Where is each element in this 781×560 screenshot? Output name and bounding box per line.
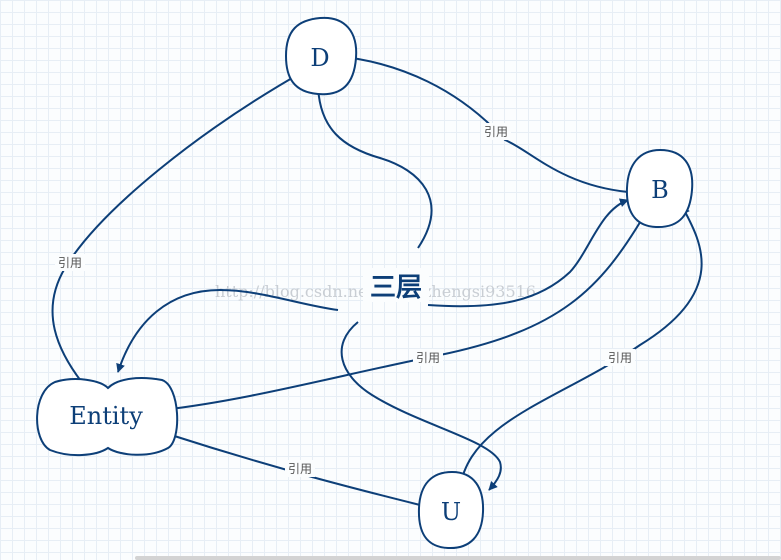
horizontal-scrollbar[interactable] — [135, 556, 781, 560]
node-d[interactable]: D — [284, 16, 358, 96]
edge-label-b-to-entity: 引用 — [416, 351, 440, 365]
node-entity[interactable]: Entity — [36, 377, 179, 456]
edge-labels: 引用 引用 引用 引用 引用 — [55, 123, 635, 477]
node-b-label: B — [651, 176, 669, 204]
node-b-shape — [625, 148, 694, 229]
edge-center-to-u — [340, 321, 502, 491]
center-edges — [116, 81, 629, 491]
edge-center-to-b — [427, 198, 629, 308]
edge-label-u-to-entity: 引用 — [288, 462, 312, 476]
node-entity-shape — [36, 377, 179, 456]
edge-label-u-to-b: 引用 — [608, 351, 632, 365]
node-d-label: D — [310, 44, 329, 72]
node-entity-label: Entity — [69, 402, 143, 430]
edge-u-to-entity — [167, 432, 421, 506]
center-label: 三层 — [370, 273, 422, 303]
node-u[interactable]: U — [417, 470, 485, 550]
edge-b-to-entity — [161, 213, 646, 414]
edge-d-to-entity — [51, 69, 307, 391]
edge-center-to-entity — [116, 288, 339, 373]
center-label-bg — [363, 268, 429, 302]
node-u-shape — [417, 470, 485, 550]
edge-label-d-to-entity: 引用 — [58, 256, 82, 270]
edge-label-b-to-d: 引用 — [484, 125, 508, 139]
node-b[interactable]: B — [625, 148, 694, 229]
node-u-label: U — [441, 498, 461, 526]
node-d-shape — [284, 16, 358, 96]
edge-u-to-b — [459, 205, 703, 489]
edge-center-to-d — [313, 81, 433, 249]
